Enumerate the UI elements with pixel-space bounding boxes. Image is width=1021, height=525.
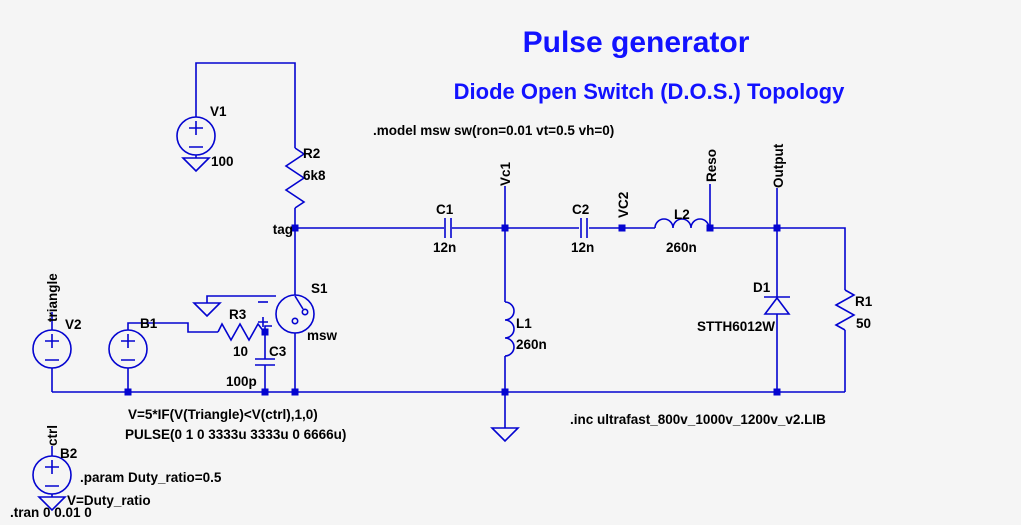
net-label-vc1[interactable]: Vc1 <box>498 161 513 186</box>
component-label[interactable]: C1 <box>436 202 454 217</box>
spice-directives: .model msw sw(ron=0.01 vt=0.5 vh=0) V=5*… <box>10 123 826 520</box>
directive-include[interactable]: .inc ultrafast_800v_1000v_1200v_v2.LIB <box>570 412 826 427</box>
component-label[interactable]: L2 <box>674 207 690 222</box>
plus-terminal-mark <box>258 317 268 327</box>
component-label[interactable]: V2 <box>65 317 82 332</box>
polarity-marks <box>121 334 135 361</box>
component-label[interactable]: C3 <box>269 344 287 359</box>
component-b1-source[interactable]: B1 <box>108 316 158 369</box>
net-label-ctrl[interactable]: ctrl <box>45 425 60 446</box>
net-label-vc2[interactable]: VC2 <box>616 192 631 218</box>
component-label[interactable]: B1 <box>140 316 158 331</box>
component-label[interactable]: B2 <box>60 446 77 461</box>
directive-tran[interactable]: .tran 0 0.01 0 <box>10 505 92 520</box>
component-r2-resistor[interactable]: R2 6k8 <box>284 146 326 209</box>
component-label[interactable]: S1 <box>311 281 328 296</box>
net-label-reso[interactable]: Reso <box>704 149 719 182</box>
component-value[interactable]: 50 <box>856 316 871 331</box>
wires <box>51 62 846 497</box>
net-label-output[interactable]: Output <box>771 143 786 188</box>
component-label[interactable]: C2 <box>572 202 589 217</box>
component-v2-source[interactable]: V2 <box>32 317 82 369</box>
net-label-triangle[interactable]: triangle <box>45 273 60 322</box>
component-l1-inductor[interactable]: L1 260n <box>504 301 547 357</box>
component-value[interactable]: 100p <box>226 374 257 389</box>
junction-dots <box>124 224 781 396</box>
net-labels: tag Vc1 VC2 Reso Output triangle ctrl <box>45 143 786 446</box>
component-label[interactable]: V1 <box>210 104 227 119</box>
component-r1-resistor[interactable]: R1 50 <box>834 289 873 331</box>
ground-symbol-b2[interactable] <box>37 496 67 512</box>
schematic-title[interactable]: Pulse generator <box>523 26 750 59</box>
polarity-marks <box>45 334 59 361</box>
net-label-tag[interactable]: tag <box>273 222 293 237</box>
component-r3-resistor[interactable]: R3 10 <box>217 307 265 359</box>
component-v1-voltage-source[interactable]: V1 100 <box>176 104 234 169</box>
component-c3-capacitor[interactable]: C3 100p <box>226 344 287 389</box>
component-l2-inductor[interactable]: L2 260n <box>654 207 710 255</box>
ground-symbol-l1[interactable] <box>490 427 520 443</box>
component-value[interactable]: msw <box>307 328 338 343</box>
component-value[interactable]: 12n <box>571 240 594 255</box>
component-c1-capacitor[interactable]: C1 12n <box>433 202 456 255</box>
ground-symbol-v1[interactable] <box>181 157 211 173</box>
directive-param[interactable]: .param Duty_ratio=0.5 <box>80 470 222 485</box>
component-value[interactable]: 260n <box>516 337 547 352</box>
directive-b1-function[interactable]: V=5*IF(V(Triangle)<V(ctrl),1,0) <box>128 407 318 422</box>
ground-symbol-s1-control[interactable] <box>192 302 222 318</box>
component-value[interactable]: 6k8 <box>303 168 326 183</box>
component-value[interactable]: 100 <box>211 154 234 169</box>
component-d1-diode[interactable]: D1 STTH6012W <box>697 280 791 334</box>
component-label[interactable]: D1 <box>753 280 771 295</box>
directive-b2-function[interactable]: V=Duty_ratio <box>67 493 151 508</box>
schematic-subtitle[interactable]: Diode Open Switch (D.O.S.) Topology <box>454 79 845 104</box>
component-b2-source[interactable]: B2 <box>32 446 77 495</box>
component-label[interactable]: R1 <box>855 294 873 309</box>
component-value[interactable]: 10 <box>233 344 248 359</box>
component-value[interactable]: 260n <box>666 240 697 255</box>
directive-v2-pulse[interactable]: PULSE(0 1 0 3333u 3333u 0 6666u) <box>125 427 346 442</box>
component-label[interactable]: R2 <box>303 146 320 161</box>
component-s1-switch[interactable]: S1 msw <box>258 281 338 343</box>
polarity-marks <box>189 121 203 148</box>
component-c2-capacitor[interactable]: C2 12n <box>571 202 594 255</box>
component-label[interactable]: L1 <box>516 316 532 331</box>
polarity-marks <box>45 460 59 487</box>
component-value[interactable]: 12n <box>433 240 456 255</box>
component-label[interactable]: R3 <box>229 307 247 322</box>
directive-model[interactable]: .model msw sw(ron=0.01 vt=0.5 vh=0) <box>373 123 614 138</box>
component-value[interactable]: STTH6012W <box>697 319 775 334</box>
